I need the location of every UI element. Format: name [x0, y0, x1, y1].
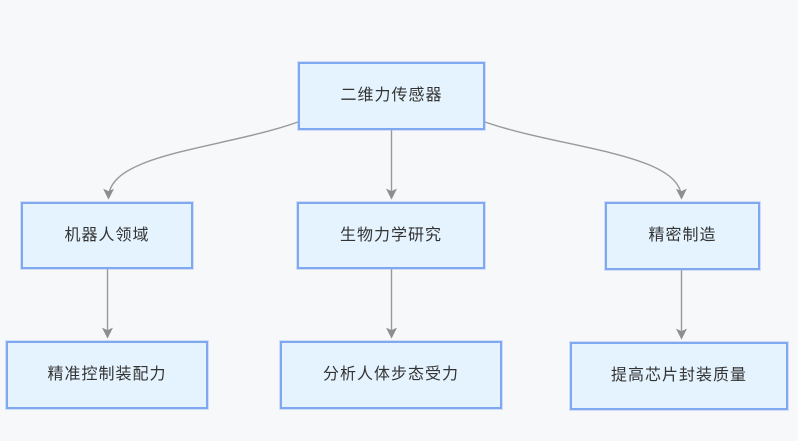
node-human-gait-force-analysis: 分析人体步态受力	[280, 341, 502, 409]
node-label: 机器人领域	[64, 226, 150, 244]
edge-root-precision	[484, 121, 687, 200]
node-biomechanics-research: 生物力学研究	[297, 202, 485, 269]
node-label: 精准控制装配力	[47, 366, 167, 384]
node-label: 提高芯片封装质量	[610, 367, 747, 385]
node-label: 二维力传感器	[340, 87, 443, 105]
node-robotics-field: 机器人领域	[21, 202, 193, 269]
node-2d-force-sensor: 二维力传感器	[298, 62, 485, 130]
node-label: 生物力学研究	[339, 226, 442, 244]
node-chip-packaging-quality: 提高芯片封装质量	[570, 342, 788, 410]
node-label: 精密制造	[648, 227, 717, 245]
node-precision-manufacturing: 精密制造	[605, 202, 760, 270]
node-label: 分析人体步态受力	[322, 366, 459, 384]
edge-root-robotics	[103, 121, 299, 200]
node-precise-assembly-force: 精准控制装配力	[6, 341, 208, 409]
